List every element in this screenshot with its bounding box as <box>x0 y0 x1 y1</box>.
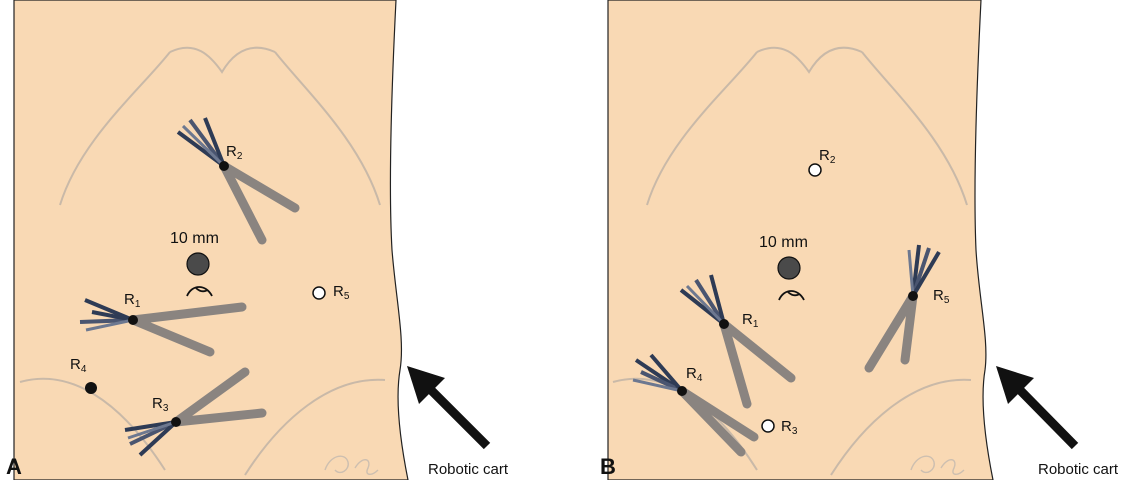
port-r5-a <box>313 287 325 299</box>
panel-b: 10 mm R2 R1 R5 R4 R3 Robotic cart B <box>571 0 1142 480</box>
robotic-cart-label-b: Robotic cart <box>1038 461 1119 478</box>
camera-label-a: 10 mm <box>170 230 219 247</box>
panel-a: 10 mm R2 R1 R5 R4 R3 Robotic cart A <box>0 0 571 480</box>
port-r3-b <box>762 420 774 432</box>
port-r4-a <box>85 382 97 394</box>
panel-a-drawing: 10 mm R2 R1 R5 R4 R3 Robotic cart A <box>0 0 571 480</box>
camera-port-a <box>187 253 209 275</box>
port-r2-b <box>809 164 821 176</box>
panel-letter-a: A <box>6 454 22 479</box>
robotic-cart-label-a: Robotic cart <box>428 461 509 478</box>
camera-label-b: 10 mm <box>759 234 808 251</box>
camera-port-b <box>778 257 800 279</box>
robotic-cart-arrow-a <box>407 366 487 446</box>
panel-b-drawing: 10 mm R2 R1 R5 R4 R3 Robotic cart B <box>571 0 1142 480</box>
robotic-cart-arrow-b <box>996 366 1075 446</box>
panel-letter-b: B <box>600 454 616 479</box>
